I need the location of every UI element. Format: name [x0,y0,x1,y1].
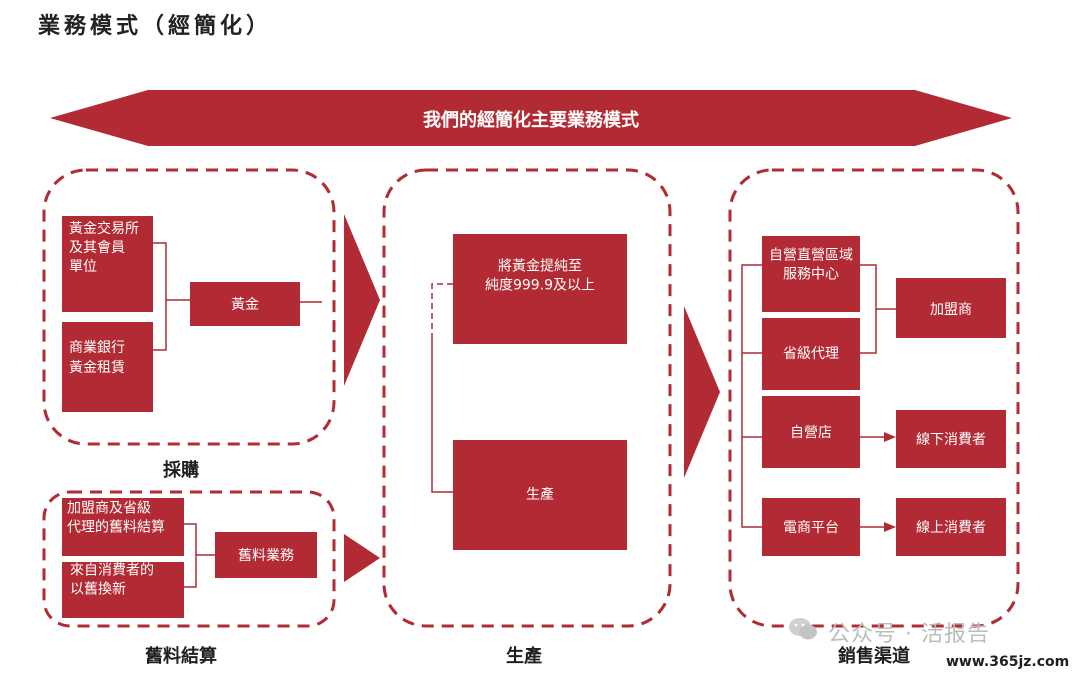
channel-provincial-agent-text-line: 省級代理 [783,346,839,362]
target-franchisee-box [896,278,1006,338]
channel-self-store-text-line: 自營店 [790,425,832,441]
procurement-group [42,168,336,446]
source-gold-exchange-box [62,216,153,312]
source-commercial-bank-text-line: 黃金租賃 [69,360,125,376]
target-offline-consumer-text-line: 線下消費者 [916,432,986,448]
production-group [382,168,672,628]
sales-label: 銷售渠道 [838,645,910,667]
channel-self-store-box [762,396,860,468]
channel-provincial-agent-box [762,318,860,390]
scrap-trade-in-box [62,562,184,618]
source-gold-exchange-text-line: 單位 [69,259,97,275]
source-commercial-bank-box [62,322,153,412]
scrap-trade-in-text-line: 以舊換新 [70,582,126,598]
scrap-business-box [215,532,317,578]
target-offline-consumer-text: 線下消費者 [916,432,986,448]
page-title: 業務模式（經簡化） [38,14,273,39]
scrap-business-text: 舊料業務 [238,548,294,564]
production-label: 生產 [506,645,542,667]
banner-arrow [50,90,1012,146]
sales-group [728,168,1020,628]
target-franchisee-text: 加盟商 [930,302,972,318]
refine-text: 將黃金提純至純度999.9及以上 [485,259,595,294]
channel-service-center-text-line: 服務中心 [783,267,839,283]
channel-ecommerce-text: 電商平台 [783,520,839,536]
gold-text: 黃金 [231,297,259,313]
refine-box [453,234,627,344]
channel-service-center-text-line: 自營直營區域 [769,247,853,264]
refine-text-line: 將黃金提純至 [498,259,582,275]
scrap-group [42,490,336,628]
gold-box [190,282,300,326]
produce-text: 生產 [526,486,554,503]
wechat-logo-icon [789,618,817,640]
source-gold-exchange-text-line: 黃金交易所 [69,220,139,237]
source-gold-exchange-text-line: 及其會員 [69,240,125,256]
target-online-consumer-text: 線上消費者 [916,520,986,536]
scrap-franchise-box [62,498,184,556]
scrap-trade-in-text-line: 來自消費者的 [70,563,154,579]
channel-service-center-box [762,236,860,312]
scrap-franchise-text-line: 加盟商及省級 [67,501,151,517]
source-commercial-bank-text: 商業銀行黃金租賃 [69,340,125,376]
channel-ecommerce-text-line: 電商平台 [783,520,839,536]
watermark-account: 公众号 · 活报告 [828,622,990,647]
scrap-franchise-text-line: 代理的舊料結算 [67,520,165,536]
channel-ecommerce-box [762,498,860,556]
source-gold-exchange-text: 黃金交易所及其會員單位 [69,220,139,275]
banner-title: 我們的經簡化主要業務模式 [423,109,639,131]
target-online-consumer-text-line: 線上消費者 [916,520,986,536]
target-online-consumer-box [896,498,1006,556]
refine-text-line: 純度999.9及以上 [485,278,595,294]
channel-service-center-text: 自營直營區域服務中心 [769,247,853,283]
source-commercial-bank-text-line: 商業銀行 [69,340,125,356]
target-franchisee-text-line: 加盟商 [930,302,972,318]
scrap-label: 舊料結算 [145,645,217,667]
gold-text-line: 黃金 [231,297,259,313]
flow-arrow-production [684,306,720,478]
channel-provincial-agent-text: 省級代理 [783,346,839,362]
flow-arrow-procurement [344,214,380,386]
channel-self-store-text: 自營店 [790,425,832,441]
produce-box [453,440,627,550]
scrap-trade-in-text: 來自消費者的以舊換新 [70,563,154,598]
procurement-label: 採購 [163,459,199,481]
watermark-site: www.365jz.com [946,654,1070,670]
flow-arrow-scrap [344,534,380,582]
produce-text-line: 生產 [526,486,554,503]
scrap-business-text-line: 舊料業務 [238,548,294,564]
scrap-franchise-text: 加盟商及省級代理的舊料結算 [67,501,165,536]
target-offline-consumer-box [896,410,1006,468]
